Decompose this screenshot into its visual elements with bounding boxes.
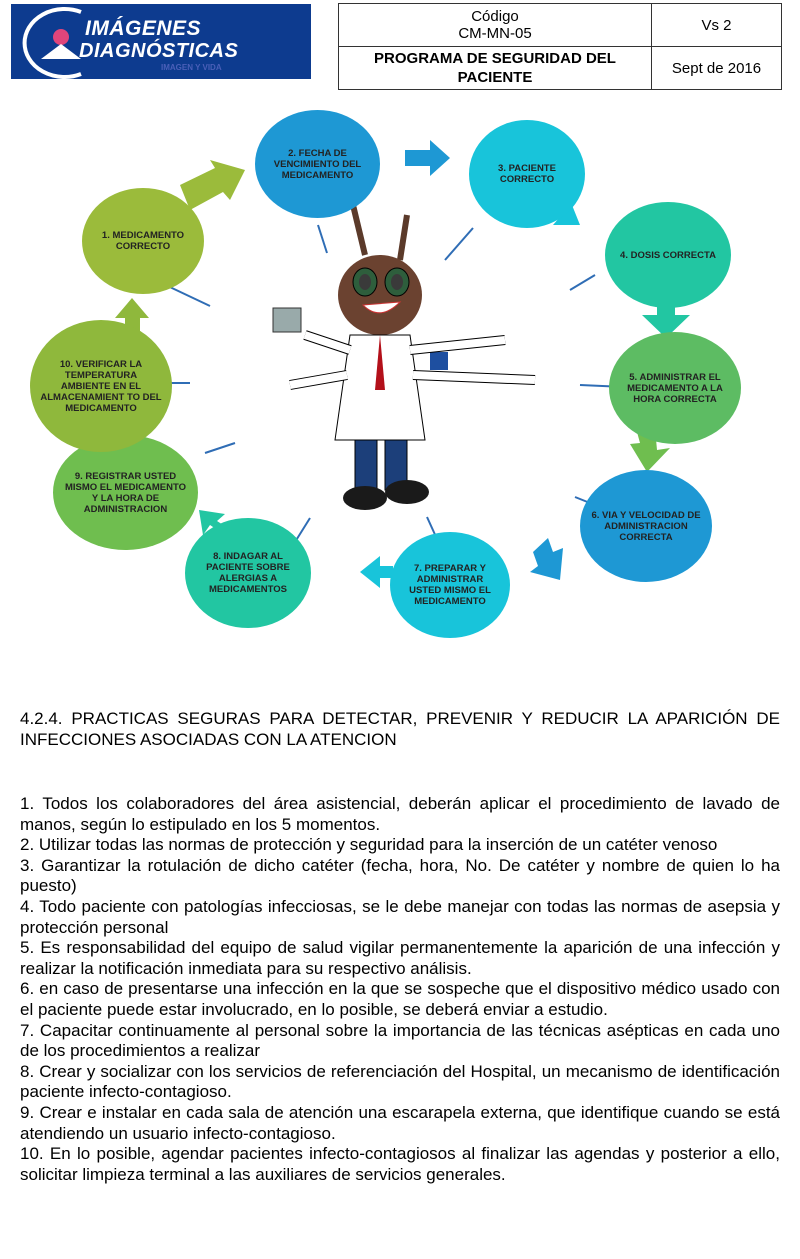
step-6-circle: 6. VIA Y VELOCIDAD DE ADMINISTRACION COR…: [580, 470, 712, 582]
step-3-circle: 3. PACIENTE CORRECTO: [469, 120, 585, 228]
code-label: Código: [471, 8, 519, 25]
list-item: 7. Capacitar continuamente al personal s…: [20, 1020, 780, 1061]
list-item: 2. Utilizar todas las normas de protecci…: [20, 835, 718, 855]
document-date: Sept de 2016: [651, 46, 782, 90]
list-item: 10. En lo posible, agendar pacientes inf…: [20, 1144, 780, 1184]
list-item: 1. Todos los colaboradores del área asis…: [20, 794, 780, 834]
list-item: 9. Crear e instalar en cada sala de aten…: [20, 1102, 780, 1143]
medication-safety-diagram: 1. MEDICAMENTO CORRECTO 2. FECHA DE VENC…: [30, 110, 770, 640]
list-item: 6. en caso de presentarse una infección …: [20, 979, 780, 1019]
step-4-circle: 4. DOSIS CORRECTA: [605, 202, 731, 308]
logo-line2: DIAGNÓSTICAS: [79, 40, 239, 62]
step-2-circle: 2. FECHA DE VENCIMIENTO DEL MEDICAMENTO: [255, 110, 380, 218]
logo-tagline: IMAGEN Y VIDA: [161, 63, 222, 72]
document-header-table: Código CM-MN-05 Vs 2 PROGRAMA DE SEGURID…: [338, 3, 782, 90]
list-item: 4. Todo paciente con patologías infeccio…: [20, 896, 780, 937]
code-cell: Código CM-MN-05: [338, 3, 652, 47]
version: Vs 2: [651, 3, 782, 47]
company-logo: IMÁGENES DIAGNÓSTICAS IMAGEN Y VIDA: [11, 4, 311, 79]
program-title: PROGRAMA DE SEGURIDAD DEL PACIENTE: [338, 46, 652, 90]
step-5-circle: 5. ADMINISTRAR EL MEDICAMENTO A LA HORA …: [609, 332, 741, 444]
step-1-circle: 1. MEDICAMENTO CORRECTO: [82, 188, 204, 294]
list-item: 5. Es responsabilidad del equipo de salu…: [20, 938, 780, 978]
diagram-connectors: [105, 140, 690, 588]
step-10-circle: 10. VERIFICAR LA TEMPERATURA AMBIENTE EN…: [30, 320, 172, 452]
list-item: 3. Garantizar la rotulación de dicho cat…: [20, 855, 780, 896]
code-value: CM-MN-05: [458, 25, 532, 42]
list-item: 8. Crear y socializar con los servicios …: [20, 1061, 780, 1102]
logo-line1: IMÁGENES: [85, 17, 202, 40]
step-9-circle: 9. REGISTRAR USTED MISMO EL MEDICAMENTO …: [53, 435, 198, 550]
section-heading: 4.2.4. PRACTICAS SEGURAS PARA DETECTAR, …: [20, 709, 780, 749]
step-8-circle: 8. INDAGAR AL PACIENTE SOBRE ALERGIAS A …: [185, 518, 311, 628]
step-7-circle: 7. PREPARAR Y ADMINISTRAR USTED MISMO EL…: [390, 532, 510, 638]
logo-emblem-icon: [22, 7, 82, 79]
doctor-ant-mascot-icon: [272, 204, 536, 510]
practices-list: 1. Todos los colaboradores del área asis…: [20, 794, 780, 1185]
